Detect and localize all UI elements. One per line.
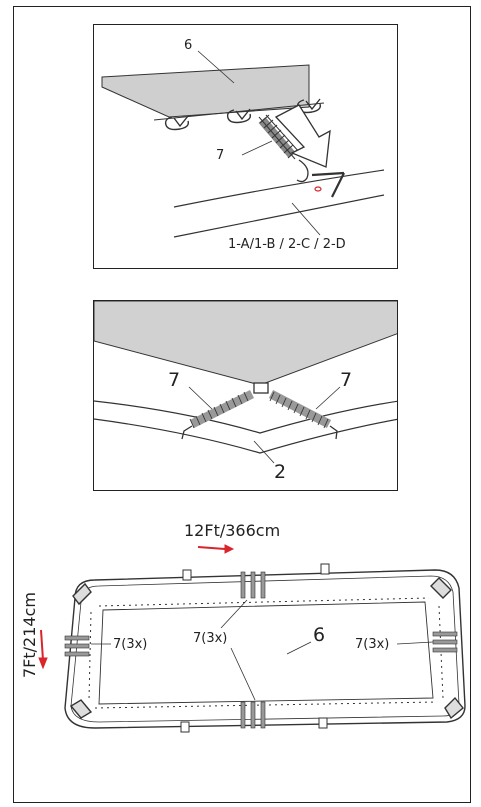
spring-clusters [64, 571, 458, 729]
trampoline-top-view: 7(3x) 7(3x) 6 7(3x) [55, 558, 470, 738]
callout-mat-6-top-view: 6 [313, 624, 326, 646]
callout-frame-parts: 1-A/1-B / 2-C / 2-D [228, 237, 346, 252]
trampoline-outline [64, 563, 466, 733]
callout-frame-2: 2 [274, 461, 287, 483]
spring-coils [259, 114, 298, 159]
corner-spring-illustration [94, 301, 397, 464]
corner-spring-detail-panel: 7 7 2 [93, 300, 398, 491]
length-dimension-label: 12Ft/366cm [184, 521, 281, 540]
callout-spring-7: 7 [216, 148, 225, 163]
spring-ring [88, 597, 444, 709]
spring-count-left: 7(3x) [113, 637, 148, 652]
v-ring-1 [164, 115, 190, 131]
leg-posts [180, 563, 330, 733]
callout-spring-left-7: 7 [168, 369, 181, 391]
corner-brackets [69, 577, 464, 720]
page-frame [13, 6, 471, 803]
spring-count-right: 7(3x) [355, 637, 390, 652]
v-ring-2 [226, 108, 252, 124]
right-spring [268, 390, 338, 440]
width-dimension-label: 7Ft/214cm [20, 592, 39, 678]
spring-hook-illustration [101, 50, 385, 238]
left-spring [181, 389, 255, 440]
callout-spring-right-7: 7 [340, 369, 353, 391]
direction-arrow [274, 104, 331, 168]
callout-mat-6: 6 [184, 38, 193, 53]
spring-hook-detail-panel: 6 7 1-A/1-B / 2-C / 2-D [93, 24, 398, 269]
spring-count-center: 7(3x) [193, 631, 228, 646]
